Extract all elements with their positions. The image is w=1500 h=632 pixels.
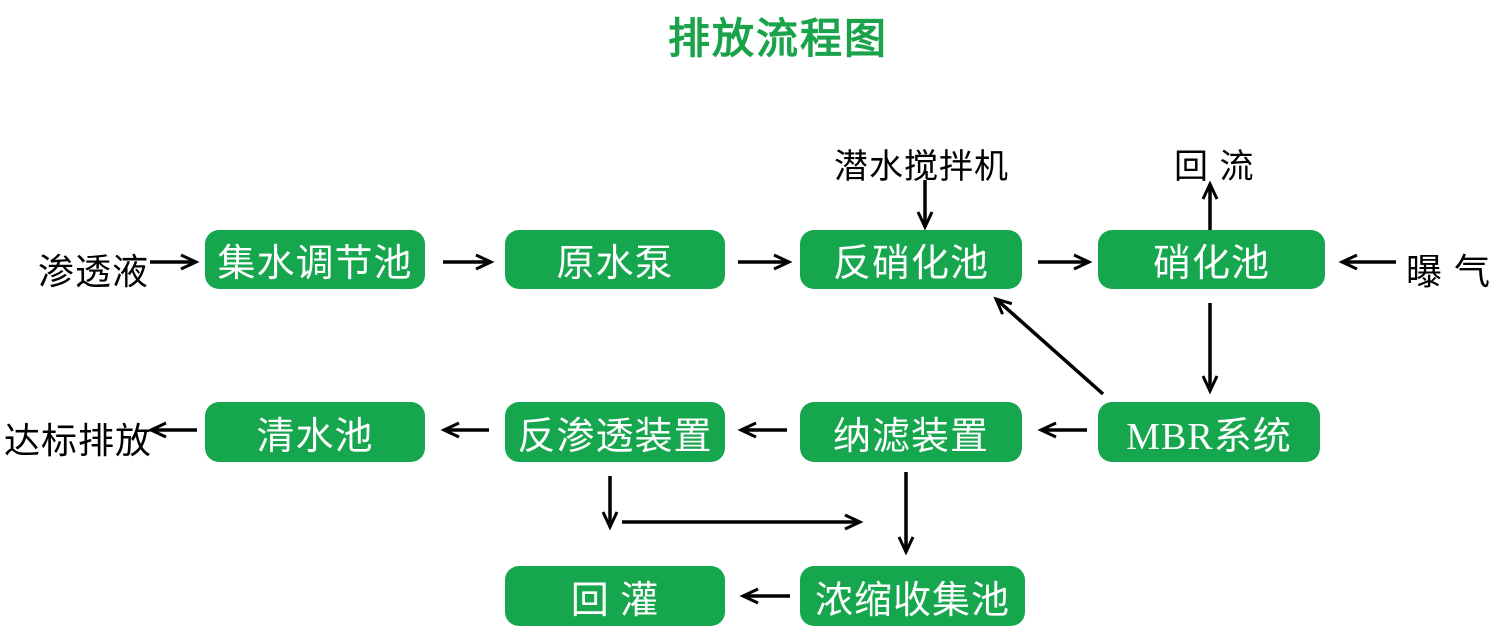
label-aeration: 曝 气 <box>1406 251 1492 292</box>
label-mixer: 潜水搅拌机 <box>834 148 1009 186</box>
label-reflux: 回 流 <box>1174 148 1255 186</box>
diagram-title: 排放流程图 <box>668 15 889 62</box>
node-nanofiltration: 纳滤装置 <box>800 402 1022 462</box>
node-collection-tank: 集水调节池 <box>205 230 425 289</box>
node-clean-water-tank: 清水池 <box>205 402 425 462</box>
node-raw-water-pump: 原水泵 <box>505 230 725 289</box>
node-reinjection: 回 灌 <box>505 566 725 626</box>
node-mbr-system: MBR系统 <box>1098 402 1320 462</box>
node-nitrification-tank: 硝化池 <box>1098 230 1325 289</box>
node-concentrate-tank: 浓缩收集池 <box>800 566 1025 626</box>
label-discharge: 达标排放 <box>4 420 153 461</box>
arrow-mbr-to-denitrification <box>993 296 1105 396</box>
node-reverse-osmosis: 反渗透装置 <box>505 402 725 462</box>
node-denitrification-tank: 反硝化池 <box>800 230 1022 289</box>
label-inflow: 渗透液 <box>38 251 150 292</box>
